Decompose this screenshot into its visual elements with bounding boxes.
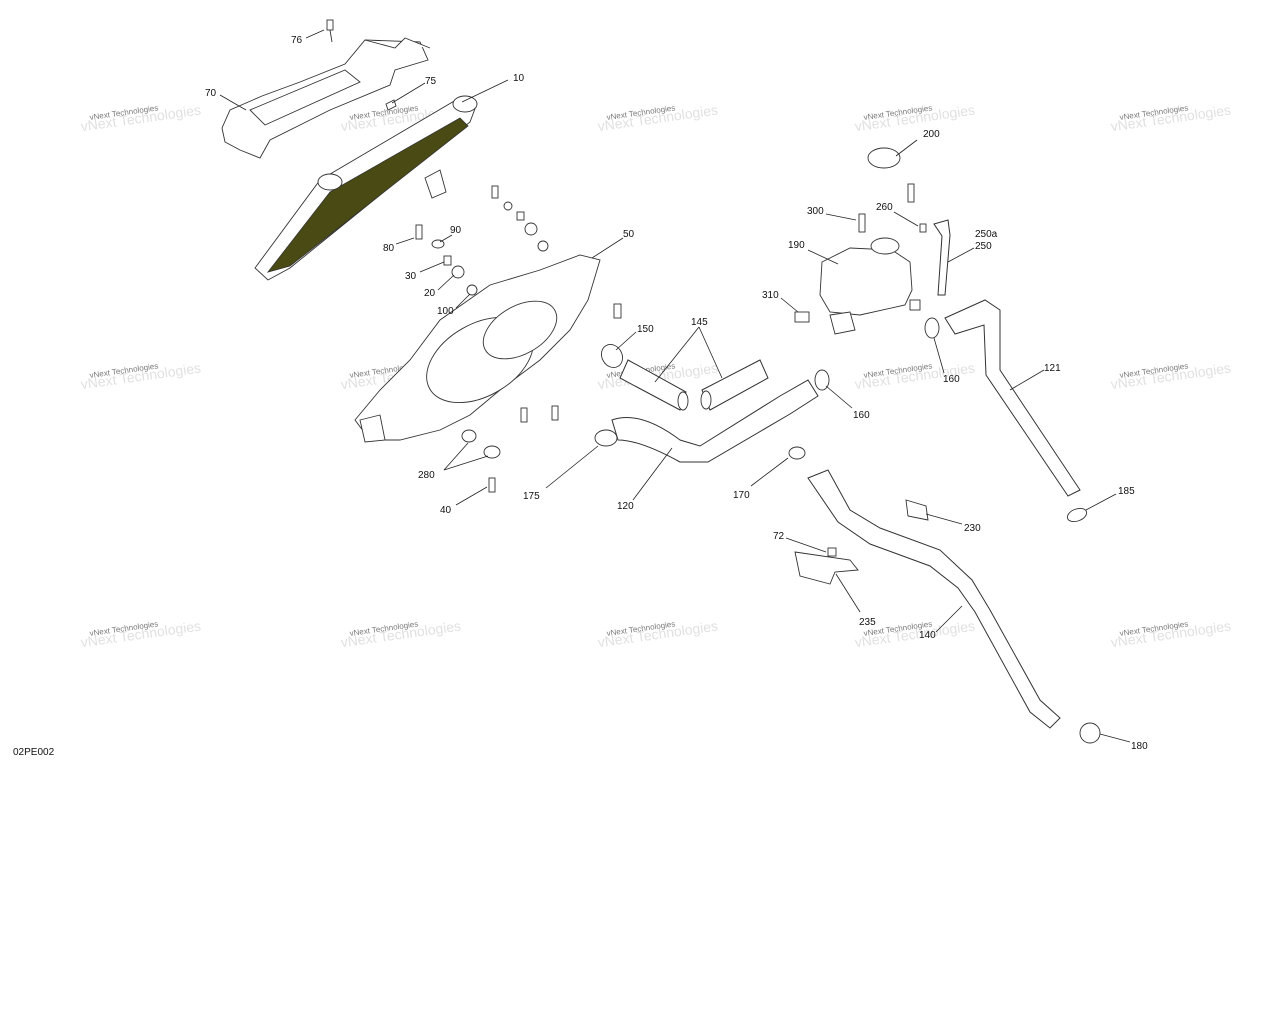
clamp-160-b xyxy=(924,317,940,339)
callout-150: 150 xyxy=(637,324,654,335)
clip-310 xyxy=(794,311,810,323)
callout-140: 140 xyxy=(919,630,936,641)
bolt-40 xyxy=(488,477,496,493)
callout-90: 90 xyxy=(450,225,462,236)
watermark: vNext Technologies vNext Technologies xyxy=(340,618,462,651)
bracket-235 xyxy=(794,547,859,585)
radiator xyxy=(254,95,478,281)
watermark: vNext Technologies vNext Technologies xyxy=(1110,102,1232,135)
callout-160-a: 160 xyxy=(853,410,870,421)
spacer-30 xyxy=(443,255,452,266)
watermark: vNext Technologies vNext Technologies xyxy=(80,360,202,393)
callout-50: 50 xyxy=(623,229,635,240)
washer-90 xyxy=(431,239,445,249)
callout-260: 260 xyxy=(876,202,893,213)
hose-140 xyxy=(807,469,1061,729)
clamp-160-a xyxy=(814,369,830,391)
bolt-300 xyxy=(858,213,866,233)
callout-250a: 250a xyxy=(975,229,998,240)
callout-160-b: 160 xyxy=(943,374,960,385)
bolt-80 xyxy=(415,224,423,240)
callout-185: 185 xyxy=(1118,486,1135,497)
callout-190: 190 xyxy=(788,240,805,251)
callout-280: 280 xyxy=(418,470,435,481)
clip-260 xyxy=(919,223,927,233)
callout-labels: 76 75 70 10 90 80 30 20 100 50 150 145 2… xyxy=(205,35,1148,752)
callout-80: 80 xyxy=(383,243,395,254)
callout-310: 310 xyxy=(762,290,779,301)
watermark: vNext Technologies vNext Technologies xyxy=(854,102,976,135)
callout-230: 230 xyxy=(964,523,981,534)
callout-75: 75 xyxy=(425,76,437,87)
clip-side-tank xyxy=(909,299,921,311)
grommet-20 xyxy=(451,265,465,279)
hose-clamp-175 xyxy=(594,429,618,447)
overflow-hose-250 xyxy=(933,219,951,296)
bracket-230 xyxy=(905,499,929,521)
hose-120 xyxy=(611,379,819,463)
callout-100: 100 xyxy=(437,306,454,317)
callout-72: 72 xyxy=(773,531,785,542)
pressure-cap-200 xyxy=(867,147,901,169)
radiator-upper-cover xyxy=(221,37,431,159)
watermark: vNext Technologies vNext Technologies xyxy=(80,618,202,651)
clamp-170 xyxy=(788,446,806,460)
clamp-180 xyxy=(1079,722,1101,744)
callout-250: 250 xyxy=(975,241,992,252)
callout-170: 170 xyxy=(733,490,750,501)
callout-10: 10 xyxy=(513,73,525,84)
callout-300: 300 xyxy=(807,206,824,217)
hose-145-a xyxy=(619,359,689,411)
callout-70: 70 xyxy=(205,88,217,99)
bolts-shroud xyxy=(520,303,622,423)
bolt-top-tank xyxy=(907,183,915,203)
callout-120: 120 xyxy=(617,501,634,512)
rubber-mounts-280 xyxy=(461,429,501,459)
callout-200: 200 xyxy=(923,129,940,140)
leader-lines xyxy=(219,29,1131,743)
nut-100 xyxy=(466,284,478,296)
clamp-185 xyxy=(1066,507,1088,523)
callout-76: 76 xyxy=(291,35,303,46)
hose-121 xyxy=(944,299,1081,497)
watermark: vNext Technologies vNext Technologies xyxy=(597,618,719,651)
callout-20: 20 xyxy=(424,288,436,299)
fastener-bolts-upper xyxy=(491,185,549,252)
watermark: vNext Technologies vNext Technologies xyxy=(1110,618,1232,651)
drawing-id: 02PE002 xyxy=(13,747,55,758)
callout-30: 30 xyxy=(405,271,417,282)
hose-145-b xyxy=(700,359,769,411)
watermark: vNext Technologies vNext Technologies xyxy=(597,102,719,135)
radiator-core xyxy=(266,117,469,273)
callout-121: 121 xyxy=(1044,363,1061,374)
callout-175: 175 xyxy=(523,491,540,502)
callout-145: 145 xyxy=(691,317,708,328)
callout-180: 180 xyxy=(1131,741,1148,752)
callout-40: 40 xyxy=(440,505,452,516)
hose-clamp-150 xyxy=(601,344,623,368)
fan-shroud-assembly xyxy=(354,254,601,443)
watermark: vNext Technologies vNext Technologies xyxy=(80,102,202,135)
callout-235: 235 xyxy=(859,617,876,628)
watermark: vNext Technologies vNext Technologies xyxy=(1110,360,1232,393)
push-rivet-76 xyxy=(326,19,334,43)
expansion-tank xyxy=(819,237,913,335)
